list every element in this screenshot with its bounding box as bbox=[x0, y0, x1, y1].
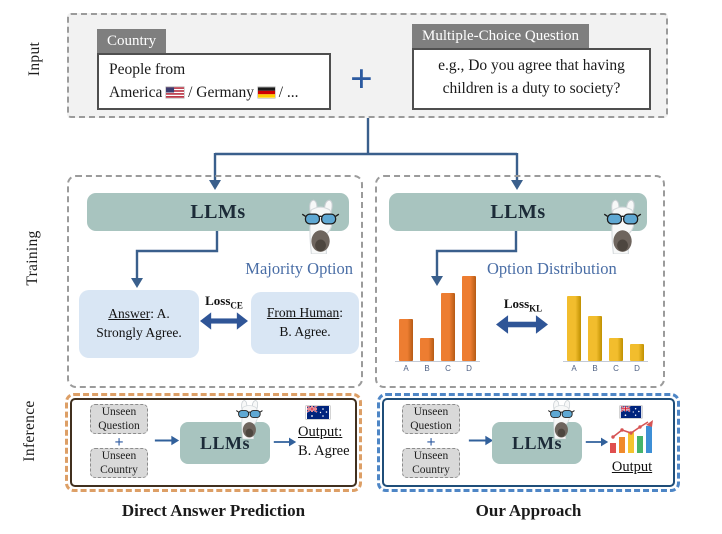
distribution-bar bbox=[630, 344, 644, 361]
bar-category-label: B bbox=[424, 364, 430, 373]
llm-box: LLMs bbox=[389, 193, 647, 231]
australia-flag-icon bbox=[620, 406, 642, 418]
distribution-bar bbox=[399, 319, 413, 361]
unseen-question-box: Unseen Question bbox=[402, 404, 460, 434]
country-line1: People from bbox=[109, 61, 186, 78]
llama-icon bbox=[301, 199, 340, 254]
country-line2: America / Germany / ... bbox=[109, 84, 299, 102]
bar-category-label: B bbox=[592, 364, 598, 373]
bar-category-label: A bbox=[571, 364, 577, 373]
output-text: Output: B. Agree bbox=[298, 424, 350, 459]
plus-icon: + bbox=[350, 56, 373, 101]
right-arrow-icon bbox=[154, 435, 180, 446]
mcq-line1: e.g., Do you agree that having bbox=[438, 57, 625, 74]
majority-option-heading: Majority Option bbox=[245, 259, 353, 278]
plus-icon: + bbox=[114, 434, 124, 451]
bar-column: B bbox=[588, 316, 602, 374]
option-distribution-heading: Option Distribution bbox=[487, 259, 617, 278]
side-label-inference: Inference bbox=[21, 400, 38, 462]
mcq-box: e.g., Do you agree that having children … bbox=[412, 48, 651, 110]
inference-right-panel: Unseen Question + Unseen Country LLMs bbox=[377, 393, 680, 492]
mcq-tab-label: Multiple-Choice Question bbox=[412, 24, 590, 48]
distribution-bar bbox=[567, 296, 581, 361]
unseen-question-box: Unseen Question bbox=[90, 404, 148, 434]
country-tab-label: Country bbox=[97, 29, 167, 53]
llm-box: LLMs bbox=[87, 193, 349, 231]
inference-left-inner-border bbox=[70, 398, 357, 487]
germany-flag-icon bbox=[257, 87, 275, 98]
caption-our-approach: Our Approach bbox=[475, 501, 582, 520]
plus-icon: + bbox=[426, 434, 436, 451]
us-flag-icon bbox=[166, 87, 185, 98]
bar-column: B bbox=[420, 338, 434, 374]
inference-left-panel: Unseen Question + Unseen Country LLMs bbox=[65, 393, 362, 492]
right-arrow-icon bbox=[273, 437, 297, 447]
country-box: People from America / Germany / ... bbox=[97, 53, 331, 110]
bar-column: A bbox=[567, 296, 581, 374]
bar-column: D bbox=[630, 344, 644, 374]
distribution-bar bbox=[420, 338, 434, 361]
unseen-country-box: Unseen Country bbox=[90, 448, 148, 478]
from-human-box: From Human: B. Agree. bbox=[251, 292, 359, 354]
distribution-bar bbox=[462, 276, 476, 361]
bar-category-label: C bbox=[613, 364, 619, 373]
distribution-bar bbox=[609, 338, 623, 361]
loss-kl-label: LossKL bbox=[503, 296, 543, 314]
llama-icon bbox=[548, 400, 575, 439]
input-panel: Country People from America / Germany / … bbox=[67, 13, 668, 118]
double-arrow-icon bbox=[200, 312, 248, 330]
bar-category-label: A bbox=[403, 364, 409, 373]
output-label: Output bbox=[611, 459, 653, 475]
answer-box: Answer: A. Strongly Agree. bbox=[79, 290, 199, 358]
training-right-panel: LLMs Option Distribution A B C D LossKL A B C… bbox=[375, 175, 665, 388]
llama-icon bbox=[236, 400, 263, 439]
caption-direct-answer-prediction: Direct Answer Prediction bbox=[121, 501, 306, 520]
side-label-input: Input bbox=[26, 41, 43, 77]
bar-column: A bbox=[399, 319, 413, 374]
loss-ce-label: LossCE bbox=[205, 293, 243, 311]
bar-category-label: C bbox=[445, 364, 451, 373]
mcq-line2: children is a duty to society? bbox=[442, 80, 621, 98]
bar-category-label: D bbox=[634, 364, 640, 373]
unseen-country-box: Unseen Country bbox=[402, 448, 460, 478]
distribution-bar bbox=[441, 293, 455, 361]
australia-flag-icon bbox=[306, 406, 329, 419]
bar-column: C bbox=[609, 338, 623, 374]
predicted-distribution-chart: A B C D bbox=[395, 274, 480, 374]
bar-column: C bbox=[441, 293, 455, 374]
chart-baseline bbox=[563, 361, 648, 362]
right-arrow-icon bbox=[468, 435, 494, 446]
inference-right-inner-border bbox=[382, 398, 675, 487]
side-label-training: Training bbox=[24, 230, 41, 286]
bar-column: D bbox=[462, 276, 476, 374]
bar-chart-icon bbox=[610, 420, 653, 453]
bar-category-label: D bbox=[466, 364, 472, 373]
double-arrow-icon bbox=[496, 315, 548, 334]
human-distribution-chart: A B C D bbox=[563, 274, 648, 374]
llama-icon bbox=[603, 199, 642, 254]
training-left-panel: LLMs Majority Option Answer: A. Strongly… bbox=[67, 175, 363, 388]
right-arrow-icon bbox=[585, 437, 609, 447]
chart-baseline bbox=[395, 361, 480, 362]
distribution-bar bbox=[588, 316, 602, 361]
